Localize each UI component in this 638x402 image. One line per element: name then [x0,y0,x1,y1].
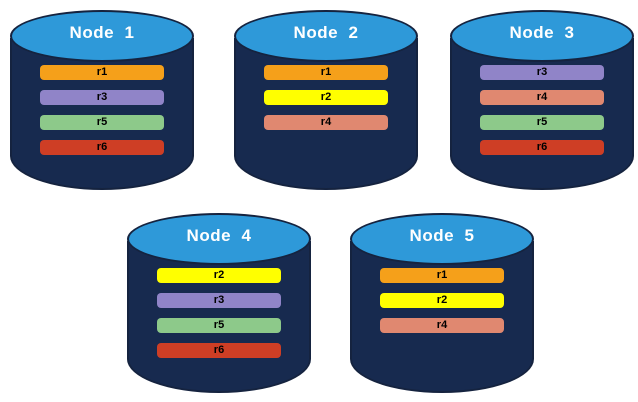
replica-bar-r6[interactable]: r6 [157,343,281,358]
replica-bar-r4[interactable]: r4 [380,318,504,333]
cylinder-top-ellipse [350,213,534,265]
node-label: Node 4 [186,226,252,245]
replica-bar-r2[interactable]: r2 [157,268,281,283]
replica-bar-r4[interactable]: r4 [264,115,388,130]
database-cylinder-icon [232,8,420,194]
replica-bar-r1[interactable]: r1 [40,65,164,80]
database-cylinder-icon [448,8,636,194]
database-cylinder-icon [125,211,313,397]
cylinder-top-ellipse [450,10,634,62]
replica-bar-r1[interactable]: r1 [264,65,388,80]
cylinder-body [127,241,311,393]
replica-bar-r2[interactable]: r2 [264,90,388,105]
replica-bar-r6[interactable]: r6 [480,140,604,155]
replica-bar-r3[interactable]: r3 [480,65,604,80]
database-cylinder-icon [348,211,536,397]
cylinder-body [450,38,634,190]
replica-list: r3 r4 r5 r6 [480,65,604,165]
node-label: Node 1 [69,23,135,42]
replica-bar-r3[interactable]: r3 [157,293,281,308]
database-node-5[interactable]: Node 5 r1 r2 r4 [348,211,536,397]
node-label: Node 5 [409,226,475,245]
cylinder-top-ellipse [234,10,418,62]
replica-list: r2 r3 r5 r6 [157,268,281,368]
replica-list: r1 r3 r5 r6 [40,65,164,165]
cylinder-body [234,38,418,190]
replica-list: r1 r2 r4 [380,268,504,343]
replica-bar-r3[interactable]: r3 [40,90,164,105]
replica-bar-r1[interactable]: r1 [380,268,504,283]
database-cylinder-icon [8,8,196,194]
replica-bar-r5[interactable]: r5 [157,318,281,333]
database-node-4[interactable]: Node 4 r2 r3 r5 r6 [125,211,313,397]
database-node-1[interactable]: Node 1 r1 r3 r5 r6 [8,8,196,194]
replica-bar-r2[interactable]: r2 [380,293,504,308]
node-label: Node 2 [293,23,359,42]
cylinder-top-ellipse [10,10,194,62]
replica-bar-r6[interactable]: r6 [40,140,164,155]
database-node-3[interactable]: Node 3 r3 r4 r5 r6 [448,8,636,194]
replica-list: r1 r2 r4 [264,65,388,140]
replica-bar-r5[interactable]: r5 [480,115,604,130]
database-node-2[interactable]: Node 2 r1 r2 r4 [232,8,420,194]
replica-bar-r5[interactable]: r5 [40,115,164,130]
node-label: Node 3 [509,23,575,42]
cylinder-top-ellipse [127,213,311,265]
replica-bar-r4[interactable]: r4 [480,90,604,105]
